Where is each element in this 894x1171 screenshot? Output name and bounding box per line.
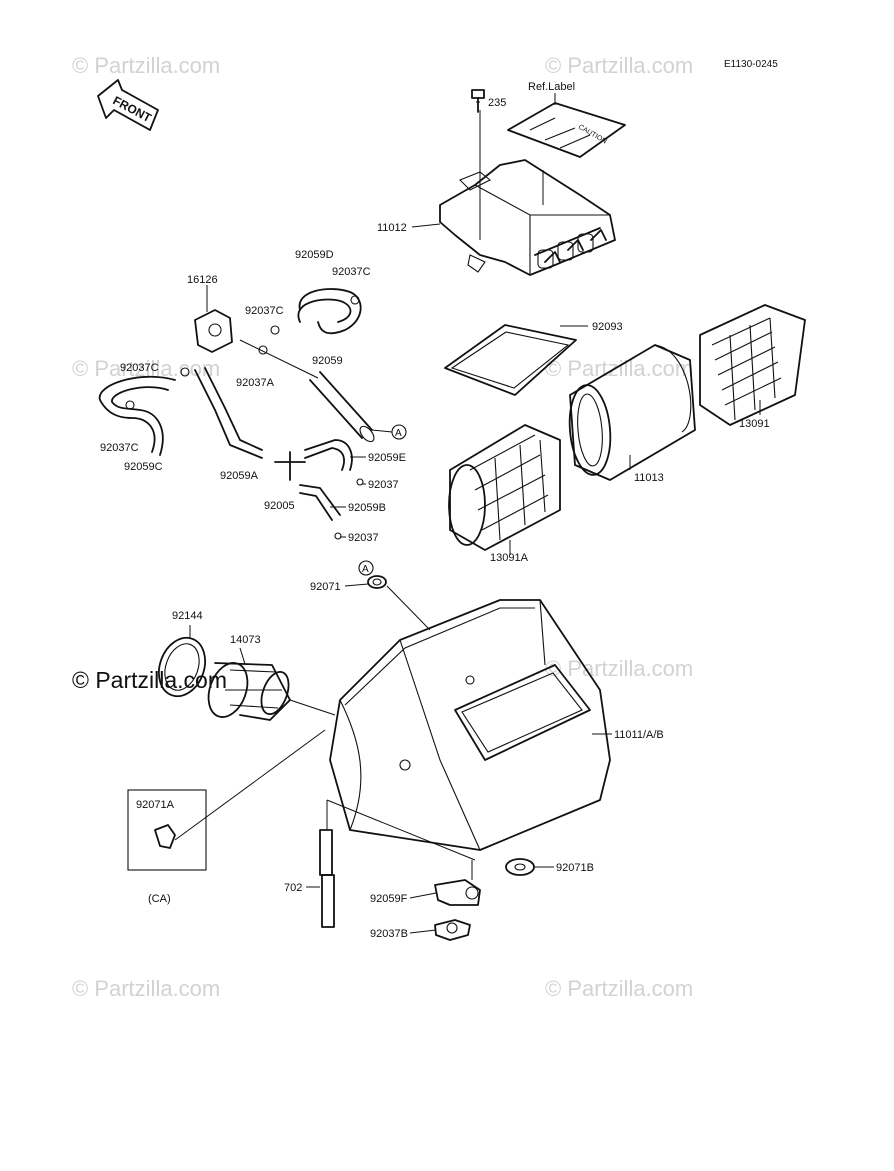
part-label-92071: 92071 (310, 581, 341, 593)
watermark: © Partzilla.com (72, 53, 220, 78)
part-label-92037b: 92037B (370, 928, 408, 940)
carb-holder (207, 647, 336, 721)
part-label-92144: 92144 (172, 610, 203, 622)
part-label-92093: 92093 (592, 321, 623, 333)
part-label-11013: 11013 (634, 472, 664, 484)
leader-line (411, 223, 441, 228)
marker-a: A (362, 564, 369, 575)
part-label-92037c_d: 92037C (100, 442, 139, 454)
watermark: © Partzilla.com (545, 53, 693, 78)
part-label-92005: 92005 (264, 500, 295, 512)
o-ring (158, 625, 206, 698)
california-variant-box: (CA) (127, 729, 326, 905)
diagram-code: E1130-0245 (724, 59, 778, 70)
air-filter-element (568, 344, 696, 481)
ref-label-text: Ref.Label (528, 81, 575, 93)
part-label-14073: 14073 (230, 634, 261, 646)
leader-line (344, 583, 369, 587)
breather-hoses: A (99, 285, 407, 540)
leader-line (409, 892, 437, 899)
ref-label-plate: Ref.Label CAUTION (507, 81, 626, 158)
part-label-92037a: 92037A (236, 377, 275, 389)
part-label-92037_a: 92037 (368, 479, 399, 491)
part-label-702: 702 (284, 882, 302, 894)
part-label-92059f: 92059F (370, 893, 408, 905)
marker-a: A (395, 428, 402, 439)
element-frame-rear (699, 304, 806, 426)
part-label-92037_b: 92037 (348, 532, 379, 544)
screw-icon (471, 89, 485, 113)
part-label-92059e: 92059E (368, 452, 406, 464)
part-label-13091: 13091 (739, 418, 770, 430)
caution-text: CAUTION (577, 124, 608, 146)
part-label-11011ab: 11011/A/B (614, 729, 664, 741)
watermark-group: © Partzilla.com © Partzilla.com © Partzi… (72, 53, 693, 1001)
watermark: © Partzilla.com (545, 656, 693, 681)
watermark: © Partzilla.com (72, 976, 220, 1001)
part-label-13091a: 13091A (490, 552, 529, 564)
drain-fittings (434, 858, 535, 941)
part-label-92059c: 92059C (124, 461, 163, 473)
watermark: © Partzilla.com (545, 356, 693, 381)
part-label-92059d: 92059D (295, 249, 334, 261)
part-label-16126: 16126 (187, 274, 218, 286)
part-label-92037c_c: 92037C (120, 362, 159, 374)
callout-labels: 235 11012 16126 92059D 92037C 92037C 92037C 920… (100, 97, 770, 940)
part-label-92059: 92059 (312, 355, 343, 367)
part-label-11012: 11012 (377, 222, 407, 234)
air-box-case (329, 599, 612, 851)
leader-line (409, 929, 437, 934)
air-box-cover (439, 110, 616, 276)
drain-pipe (319, 799, 476, 928)
part-label-92059b: 92059B (348, 502, 386, 514)
part-label-92037c_b: 92037C (245, 305, 284, 317)
watermark: © Partzilla.com (545, 976, 693, 1001)
element-frame-front (448, 424, 561, 555)
front-arrow-icon: FRONT (97, 79, 159, 131)
part-label-92071a: 92071A (136, 799, 175, 811)
variant-code: (CA) (148, 893, 171, 905)
grommet-top: A (358, 560, 431, 631)
part-label-92059a: 92059A (220, 470, 259, 482)
part-label-92071b: 92071B (556, 862, 594, 874)
part-label-92037c_a: 92037C (332, 266, 371, 278)
part-label-235: 235 (488, 97, 506, 109)
